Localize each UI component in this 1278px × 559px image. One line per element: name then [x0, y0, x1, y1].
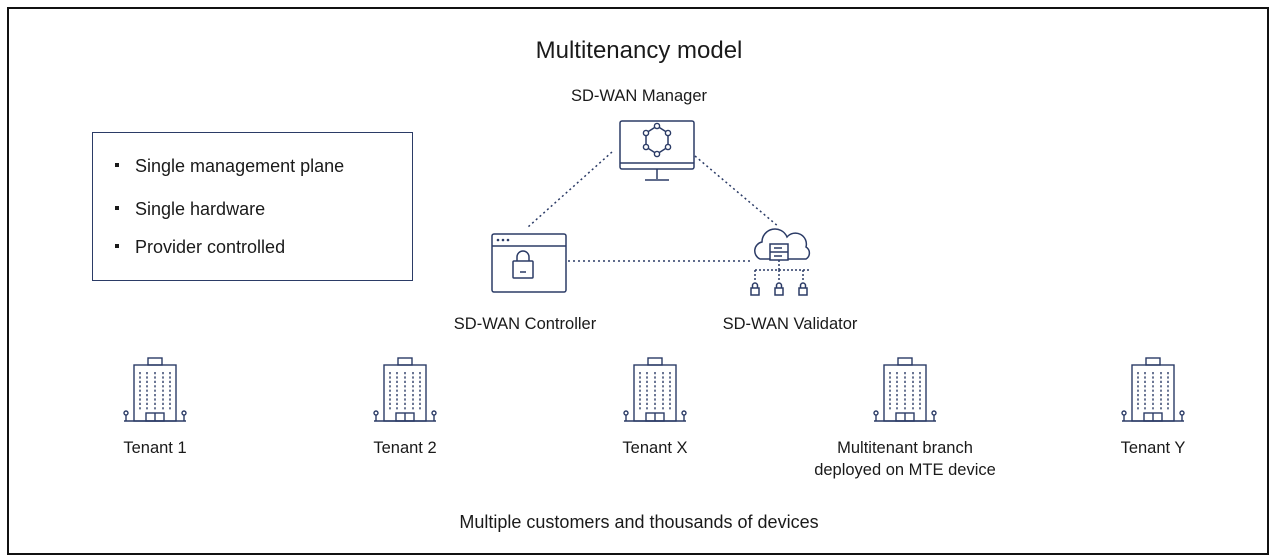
diagram-frame — [7, 7, 1269, 555]
bullet-dot — [115, 163, 119, 168]
bullet-dot — [115, 206, 119, 211]
manager-label: SD-WAN Manager — [570, 87, 707, 105]
controller-label: SD-WAN Controller — [453, 315, 597, 333]
tenant-label: Multitenant branch — [837, 439, 973, 457]
monitor-hexagon-icon — [619, 120, 695, 181]
link-manager-controller — [527, 151, 613, 228]
building-icon — [1118, 356, 1188, 437]
bullet-dot — [115, 244, 119, 249]
validator-label: SD-WAN Validator — [722, 315, 858, 333]
feature-item: Single management plane — [115, 156, 344, 177]
feature-text: Provider controlled — [135, 237, 286, 257]
tenant-label: Tenant X — [622, 439, 688, 457]
building-icon — [370, 356, 440, 437]
tenant-label: Tenant 2 — [373, 439, 437, 457]
building-icon — [870, 356, 940, 437]
building-icon — [620, 356, 690, 437]
tenant-label: Tenant 1 — [123, 439, 187, 457]
features-box: Single management plane Single hardware … — [92, 132, 413, 281]
diagram-title: Multitenancy model — [535, 37, 743, 64]
building-icon — [120, 356, 190, 437]
feature-text: Single hardware — [135, 199, 266, 219]
link-manager-validator — [694, 155, 780, 228]
feature-item: Single hardware — [115, 199, 265, 220]
tenant-label: Tenant Y — [1120, 439, 1186, 457]
tenant-label-line2: deployed on MTE device — [814, 461, 996, 479]
feature-text: Single management plane — [135, 156, 345, 176]
cloud-server-lock-icon — [750, 228, 811, 296]
browser-lock-icon — [491, 233, 567, 293]
feature-item: Provider controlled — [115, 237, 285, 258]
footer-caption: Multiple customers and thousands of devi… — [459, 512, 819, 532]
